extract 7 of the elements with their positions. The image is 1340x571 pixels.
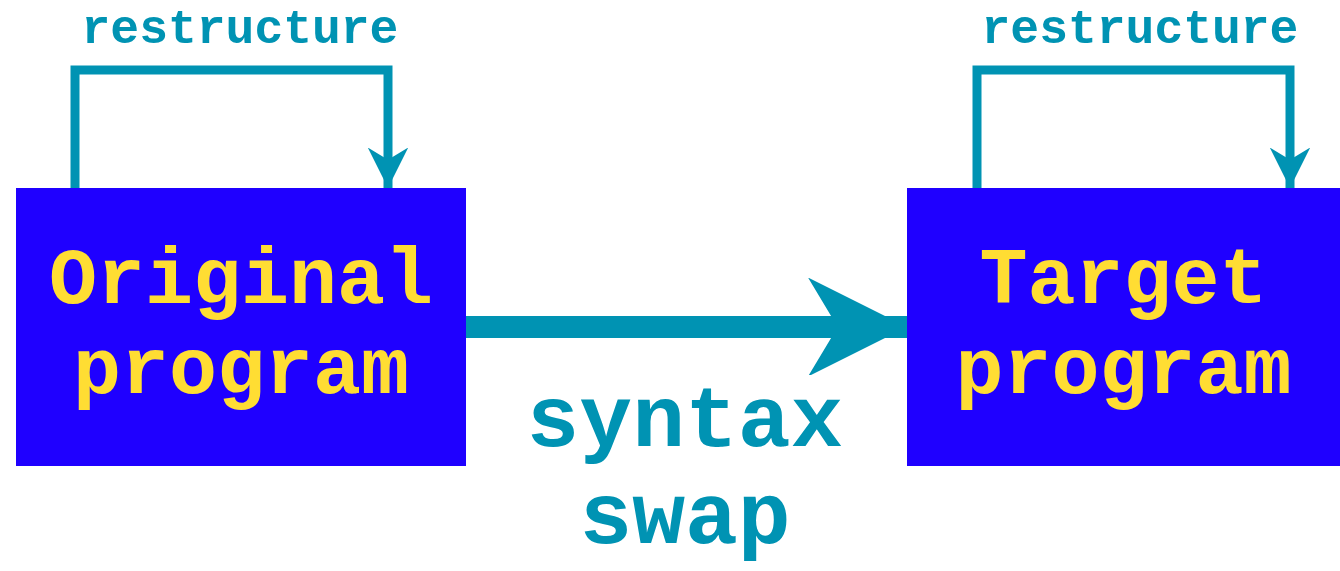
program-box <box>16 188 466 466</box>
arrow <box>70 65 409 188</box>
box-title: Original program <box>47 237 435 417</box>
arrow <box>466 277 907 377</box>
box-title: Target program <box>954 237 1293 417</box>
program-box <box>907 188 1340 466</box>
arrow <box>972 65 1311 188</box>
